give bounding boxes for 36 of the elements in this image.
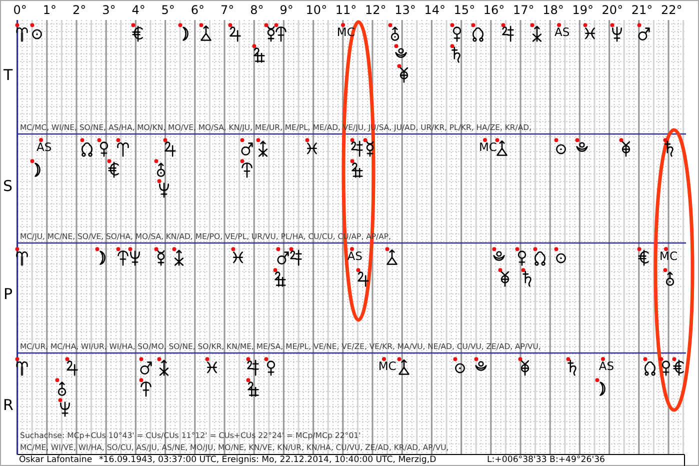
row-label: R: [3, 396, 14, 413]
row-label: P: [4, 286, 13, 302]
chart-point-label: AS: [36, 141, 52, 154]
chart-point-label: MC: [378, 360, 396, 373]
degree-tick-label: 18°: [542, 4, 564, 18]
degree-tick-label: 22°: [661, 4, 682, 18]
row-label: T: [4, 66, 13, 83]
degree-tick-label: 3°: [102, 4, 116, 18]
chart-data-text: *16.09.1943, 03:37:00 UTC, Ereignis: Mo, 22.12.2014, 10:40:00 UTC, Merzig,D: [99, 456, 436, 466]
degree-tick-label: 0°: [13, 4, 27, 18]
person-name: Oskar Lafontaine: [19, 456, 92, 466]
degree-tick-label: 16°: [483, 4, 505, 18]
degree-tick-label: 11°: [335, 4, 357, 18]
chart-point-label: AS: [598, 360, 614, 373]
degree-tick-label: 15°: [454, 4, 476, 18]
degree-tick-label: 6°: [190, 4, 205, 18]
degree-tick-label: 8°: [250, 4, 264, 18]
degree-tick-label: 20°: [602, 4, 624, 18]
chart-point-label: MC: [478, 141, 497, 154]
chart-point-label: MC: [660, 250, 678, 263]
degree-tick-label: 9°: [280, 4, 294, 18]
chart-point-label: AS: [554, 26, 570, 39]
row-label: S: [3, 178, 13, 194]
degree-tick-label: 1°: [42, 4, 57, 18]
degree-tick-label: 13°: [394, 4, 416, 18]
degree-tick-label: 17°: [513, 4, 534, 18]
degree-tick-label: 19°: [572, 4, 594, 18]
degree-tick-label: 12°: [365, 4, 386, 18]
degree-tick-label: 5°: [161, 4, 175, 18]
coordinates-text: L:+006°38'33 B:+49°26'36: [487, 456, 606, 466]
degree-tick-label: 21°: [631, 4, 653, 18]
degree-tick-label: 10°: [306, 4, 328, 18]
degree-tick-label: 2°: [72, 4, 86, 18]
degree-tick-label: 4°: [132, 4, 146, 18]
degree-tick-label: 7°: [220, 4, 234, 18]
degree-tick-label: 14°: [424, 4, 446, 18]
